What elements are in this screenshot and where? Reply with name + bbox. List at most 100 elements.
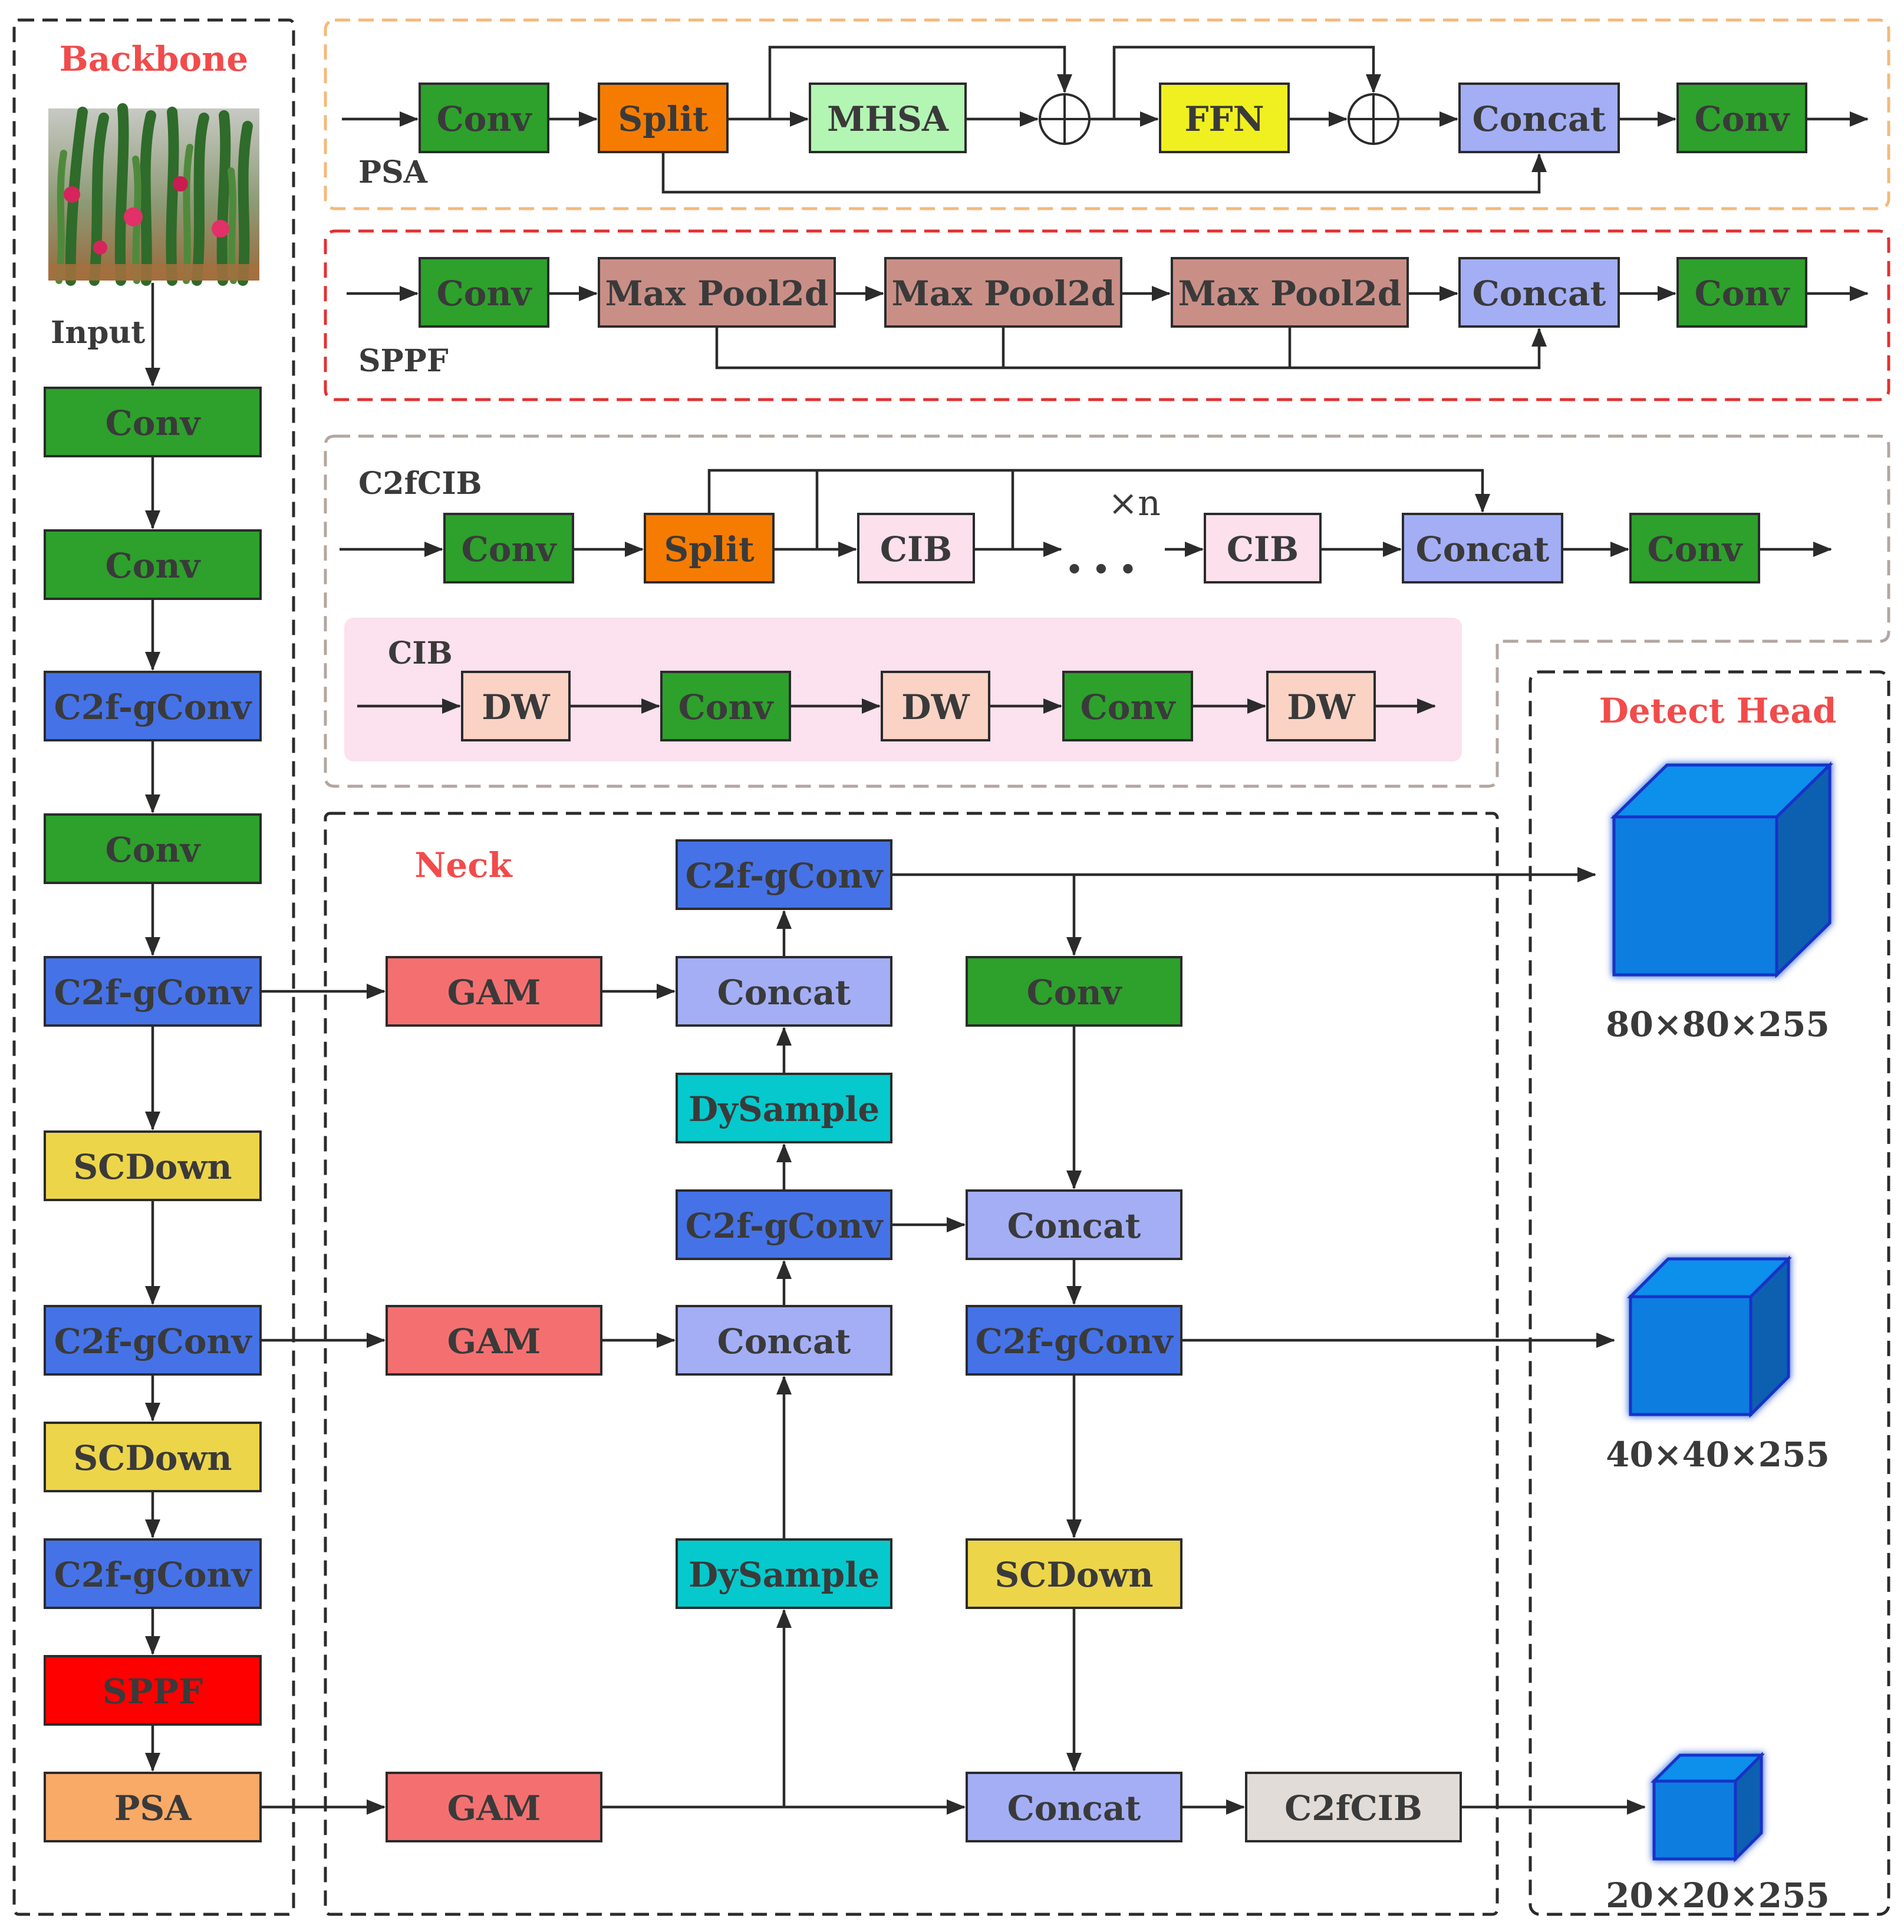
c2fcib-concat-label: Concat [1416, 529, 1550, 569]
neck-b-conv [966, 956, 1182, 1027]
c2fcib-conv-out-label: Conv [1648, 529, 1744, 569]
psa-split [598, 83, 729, 153]
backbone-conv-3 [44, 813, 262, 884]
backbone-c2f-gconv-1 [44, 671, 262, 741]
backbone-conv-1 [44, 387, 262, 457]
cib-module: DW Conv DW Conv DW [357, 671, 1436, 741]
cib-dw-2-label: DW [901, 687, 970, 727]
neck-b-concat-1-label: Concat [1007, 1206, 1141, 1246]
neck-b-concat-1 [966, 1189, 1182, 1260]
psa-ffn-label: FFN [1184, 99, 1264, 139]
backbone-c2f-gconv-1-label: C2f-gConv [54, 687, 253, 727]
detect-output-1-label: 80×80×255 [1606, 1004, 1830, 1044]
c2fcib-panel [324, 434, 1890, 788]
backbone-conv-1-label: Conv [106, 403, 202, 443]
detect-head-title: Detect Head [1599, 691, 1836, 731]
neck-gam-2 [386, 1305, 602, 1376]
neck-arrows [261, 867, 1646, 1815]
backbone-c2f-gconv-2-label: C2f-gConv [54, 972, 253, 1013]
sppf-maxpool-2 [884, 257, 1122, 328]
cube-icon [1610, 761, 1834, 978]
neck-c2fcib-label: C2fCIB [1284, 1788, 1422, 1828]
psa-concat-label: Concat [1473, 99, 1606, 139]
sppf-maxpool-1-label: Max Pool2d [605, 273, 829, 314]
cib-label: CIB [388, 635, 453, 671]
neck-a-c2f-gconv-top-label: C2f-gConv [686, 856, 884, 896]
c2fcib-cib-1 [857, 513, 975, 583]
cib-dw-1-label: DW [482, 687, 550, 727]
cib-dw-1 [461, 671, 571, 741]
sppf-concat-label: Concat [1473, 273, 1606, 314]
cib-dw-3-label: DW [1287, 687, 1355, 727]
neck-gam-3-label: GAM [447, 1788, 541, 1828]
sppf-conv-out-label: Conv [1695, 273, 1791, 314]
psa-ffn [1159, 83, 1290, 153]
c2fcib-cib-2-label: CIB [1227, 529, 1299, 569]
c2fcib-cib-1-label: CIB [880, 529, 952, 569]
backbone-psa-label: PSA [114, 1788, 192, 1828]
cib-dw-3 [1266, 671, 1376, 741]
sppf-conv-in [419, 257, 549, 328]
neck-gam-1-label: GAM [447, 972, 541, 1013]
psa-split-label: Split [618, 99, 709, 139]
input-label: Input [51, 315, 145, 351]
neck-b-scdown-label: SCDown [994, 1555, 1153, 1595]
neck-a-dysample-2-label: DySample [689, 1555, 879, 1595]
neck-title: Neck [414, 845, 513, 885]
times-n-label: ×n [1108, 483, 1161, 524]
sppf-maxpool-3-label: Max Pool2d [1178, 273, 1402, 314]
psa-label: PSA [358, 154, 428, 190]
detect-head-panel [1529, 670, 1890, 1916]
c2fcib-split [644, 513, 775, 583]
neck-gam-2-label: GAM [447, 1321, 541, 1361]
c2fcib-module: Conv Split CIB CIB Concat Conv [340, 469, 1832, 583]
backbone-c2f-gconv-4 [44, 1538, 262, 1609]
sppf-conv-in-label: Conv [437, 273, 533, 314]
sppf-maxpool-1 [598, 257, 836, 328]
neck-a-c2f-gconv-mid-label: C2f-gConv [686, 1206, 884, 1246]
c2fcib-split-label: Split [664, 529, 755, 569]
backbone-c2f-gconv-4-label: C2f-gConv [54, 1555, 253, 1595]
circle-plus-icon [1348, 93, 1399, 145]
sppf-label: SPPF [358, 343, 449, 379]
dragon-fruit-photo [48, 103, 259, 286]
detect-output-2-label: 40×40×255 [1606, 1435, 1830, 1475]
neck-a-c2f-gconv-top [676, 839, 892, 910]
neck-gam-3 [386, 1772, 602, 1842]
backbone-c2f-gconv-3 [44, 1305, 262, 1376]
sppf-module: Conv Max Pool2d Max Pool2d Max Pool2d Co… [347, 257, 1869, 370]
cube-icon [1626, 1255, 1793, 1419]
backbone-c2f-gconv-2 [44, 956, 262, 1027]
cib-conv-1-label: Conv [678, 687, 775, 727]
neck-b-c2f-gconv-label: C2f-gConv [976, 1321, 1174, 1361]
neck-a-c2f-gconv-mid [676, 1189, 892, 1260]
neck-a-concat-1-label: Concat [717, 972, 851, 1013]
backbone-conv-3-label: Conv [106, 830, 202, 870]
neck-b-concat-2 [966, 1772, 1182, 1842]
psa-mhsa-label: MHSA [827, 99, 949, 139]
detect-output-3-label: 20×20×255 [1606, 1875, 1830, 1915]
sppf-concat [1458, 257, 1620, 328]
backbone-blocks: Conv Conv C2f-gConv Conv C2f-gConv SCDow… [44, 387, 262, 1842]
backbone-title: Backbone [60, 39, 248, 79]
backbone-sppf-label: SPPF [103, 1671, 203, 1712]
neck-b-scdown [966, 1538, 1182, 1609]
c2fcib-concat [1402, 513, 1563, 583]
psa-mhsa [809, 83, 967, 153]
circle-plus-icon [1039, 93, 1091, 145]
neck-b-conv-label: Conv [1027, 972, 1123, 1013]
backbone-scdown-2-label: SCDown [73, 1438, 232, 1478]
neck-blocks: GAM GAM GAM C2f-gConv Concat DySample C2… [386, 839, 1462, 1842]
c2fcib-conv-out [1629, 513, 1760, 583]
c2fcib-cib-2 [1204, 513, 1322, 583]
backbone-scdown-1-label: SCDown [73, 1147, 232, 1187]
neck-a-dysample-1 [676, 1073, 892, 1143]
backbone-c2f-gconv-3-label: C2f-gConv [54, 1321, 253, 1361]
neck-a-concat-2-label: Concat [717, 1321, 851, 1361]
c2fcib-conv-in-label: Conv [462, 529, 558, 569]
neck-c2fcib [1245, 1772, 1462, 1842]
neck-a-concat-1 [676, 956, 892, 1027]
backbone-conv-2-label: Conv [106, 546, 202, 586]
cib-conv-1 [660, 671, 791, 741]
